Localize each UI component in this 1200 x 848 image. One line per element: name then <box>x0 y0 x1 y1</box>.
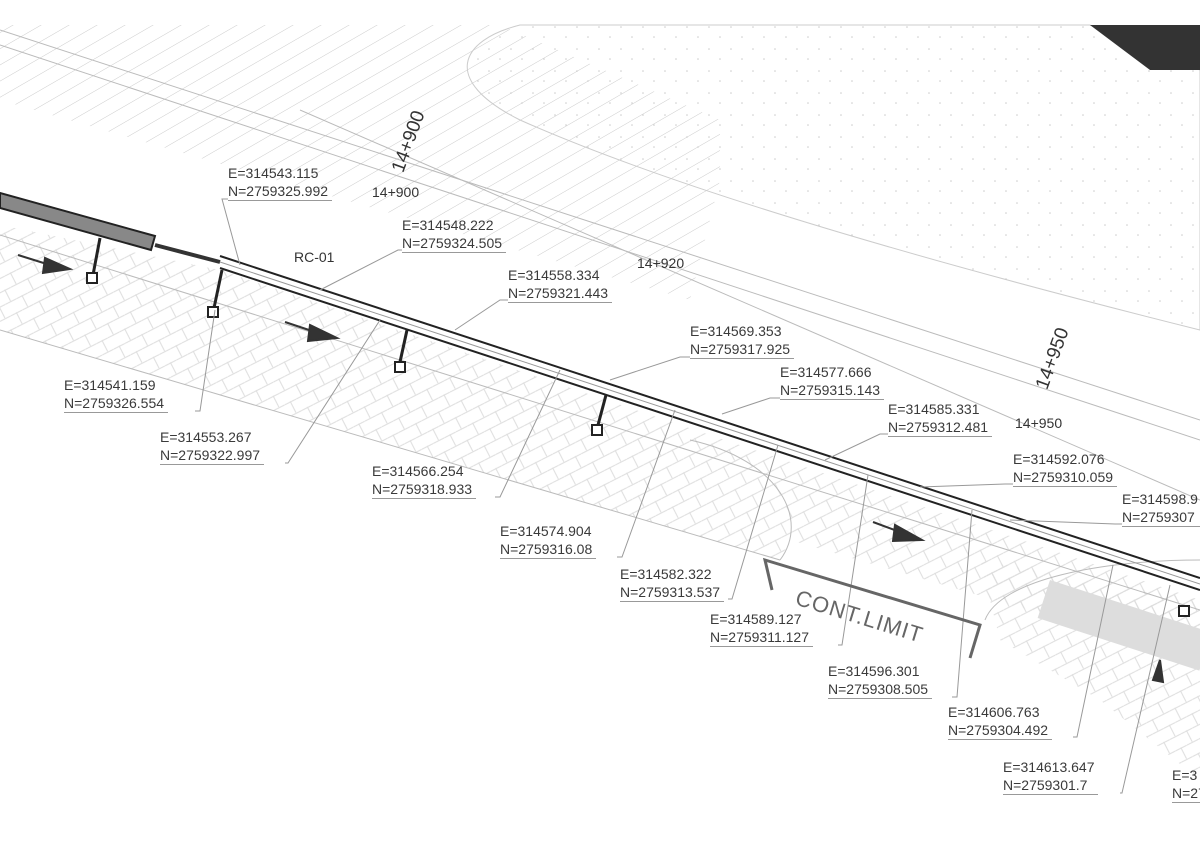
coord-label: E=3N=27 <box>1172 766 1200 803</box>
station-label: 14+950 <box>1015 415 1063 431</box>
paved-sidewalk <box>0 225 1200 780</box>
pipe-rc-01 <box>219 255 1200 591</box>
grey-slab <box>1037 580 1200 671</box>
island-area <box>466 24 1200 331</box>
road-lines <box>0 29 1200 621</box>
cont-limit-bracket <box>762 557 982 659</box>
existing-pipe <box>0 191 221 264</box>
leader-lines <box>195 198 1171 794</box>
station-label: 14+900 <box>372 184 420 200</box>
road-edge-black <box>1090 25 1200 70</box>
flow-arrows <box>17 254 1165 684</box>
inlets <box>86 237 1190 617</box>
pipe-id-label: RC-01 <box>294 249 335 265</box>
station-label: 14+920 <box>637 255 685 271</box>
